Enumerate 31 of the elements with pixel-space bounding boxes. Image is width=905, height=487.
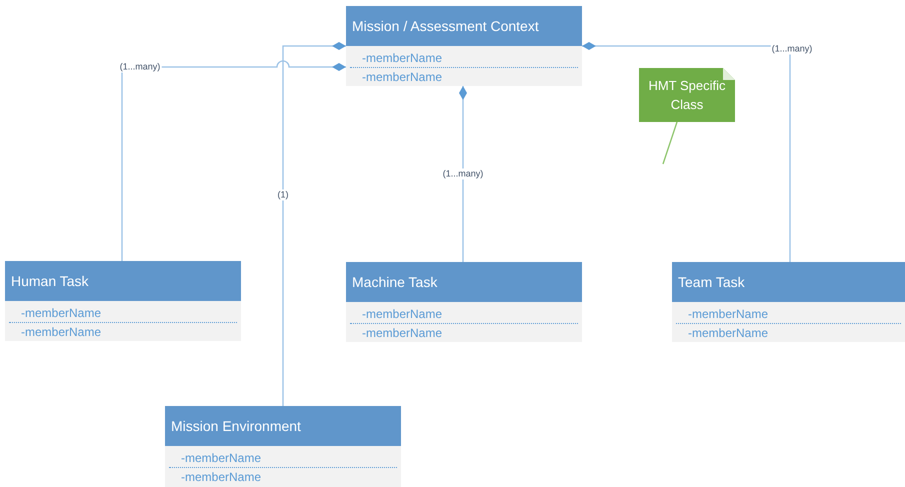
class-name: Machine Task xyxy=(352,272,438,292)
class-box xyxy=(165,406,401,487)
class-box xyxy=(672,262,905,342)
note-text: HMT Specific Class xyxy=(647,77,727,114)
member-text: -memberName xyxy=(361,69,444,86)
leader-line xyxy=(662,122,678,164)
member-text: -memberName xyxy=(180,450,262,467)
class-box xyxy=(346,6,582,86)
class-box xyxy=(346,262,582,342)
class-name: Mission Environment xyxy=(171,416,301,436)
note-box xyxy=(639,68,735,122)
member-text: -memberName xyxy=(20,324,102,341)
composition-line xyxy=(282,42,346,406)
member-text: -memberName xyxy=(687,306,770,323)
class-name: Team Task xyxy=(678,272,745,292)
edge-label: (1...many) xyxy=(770,44,814,54)
edge-label: (1...many) xyxy=(442,168,484,180)
member-text: -memberName xyxy=(687,325,770,342)
member-text: -memberName xyxy=(361,306,444,323)
class-name: Human Task xyxy=(11,272,89,290)
member-text: -memberName xyxy=(20,305,102,322)
member-text: -memberName xyxy=(361,325,444,342)
member-text: -memberName xyxy=(361,50,444,67)
member-text: -memberName xyxy=(180,469,262,486)
edge-label: (1...many) xyxy=(118,62,162,72)
composition-line xyxy=(121,60,346,261)
composition-line xyxy=(582,42,791,262)
composition-line xyxy=(459,86,467,262)
edge-label: (1) xyxy=(276,190,290,200)
class-box xyxy=(5,261,241,341)
class-name: Mission / Assessment Context xyxy=(352,16,539,36)
